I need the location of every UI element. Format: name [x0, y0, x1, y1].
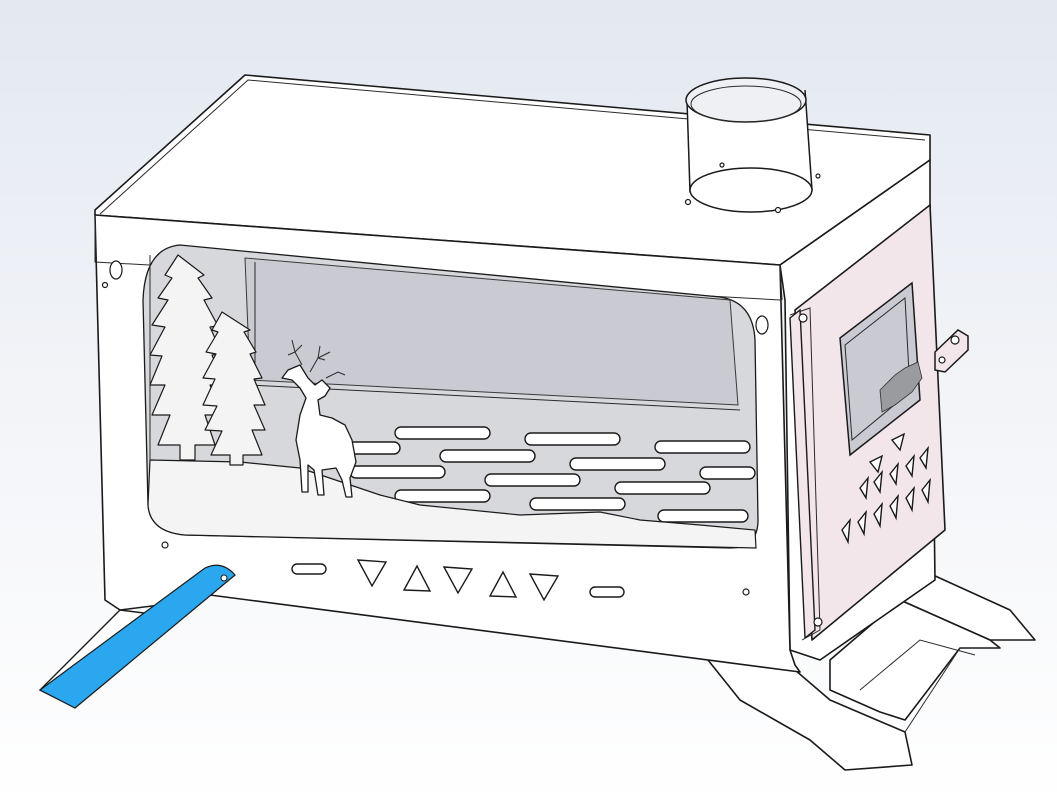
tree-silhouettes [149, 254, 266, 466]
vent-down-icon [528, 573, 560, 602]
chimney-collar[interactable] [684, 77, 821, 214]
air-vents[interactable] [291, 559, 625, 602]
vent-up-icon [488, 570, 518, 598]
door-window [839, 281, 923, 457]
vent-up-icon [402, 564, 432, 592]
door-latch[interactable] [934, 329, 969, 373]
loading-door[interactable] [789, 204, 946, 641]
vent-down-icon [356, 559, 388, 588]
deer-cutout [281, 339, 357, 498]
vent-down-icon [442, 566, 474, 595]
stand-leg-left-selected[interactable] [38, 564, 236, 709]
grate-slots [304, 426, 756, 523]
